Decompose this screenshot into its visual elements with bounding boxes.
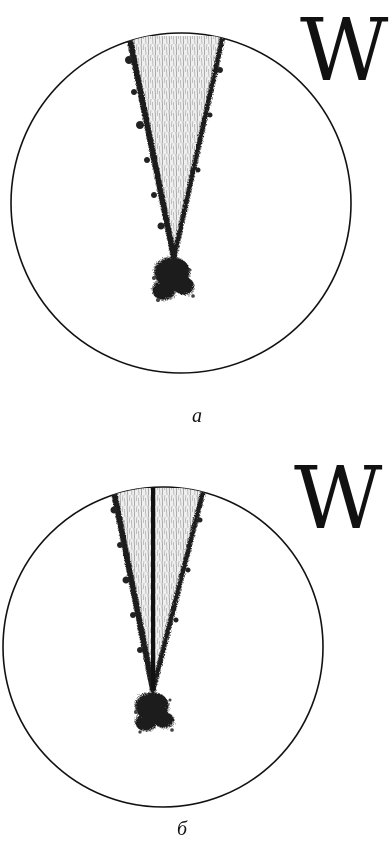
apex-blot-a xyxy=(152,257,194,300)
panel-b: W б xyxy=(3,449,383,840)
wedge-a xyxy=(128,36,224,258)
apex-blot-b xyxy=(135,692,174,731)
panel-mark-b: W xyxy=(294,449,383,549)
panel-a: W а xyxy=(11,1,389,427)
caption-b: б xyxy=(177,818,188,840)
caption-a: а xyxy=(192,405,202,427)
panel-mark-a: W xyxy=(300,1,389,101)
